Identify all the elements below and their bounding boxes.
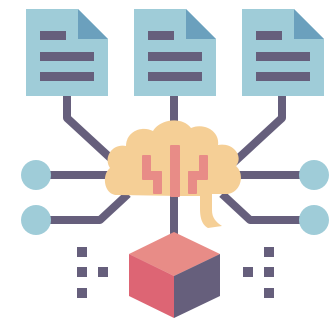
- document-left-icon: [26, 9, 108, 96]
- document-text-line: [256, 72, 310, 81]
- document-fold: [78, 9, 108, 39]
- dot-square: [77, 267, 87, 277]
- node-right-top-icon: [299, 160, 329, 190]
- dot-square: [264, 267, 274, 277]
- brain-core-segment: [153, 171, 162, 194]
- document-text-line: [148, 72, 202, 81]
- dot-square: [77, 288, 87, 298]
- cube-left-face: [129, 254, 174, 318]
- brain-icon: [104, 120, 241, 228]
- dot-grid-left: [77, 247, 108, 298]
- document-center-icon: [134, 9, 216, 96]
- document-right-icon: [242, 9, 324, 96]
- cube-top-face: [129, 232, 220, 276]
- dot-square: [98, 267, 108, 277]
- node-left-bottom-icon: [21, 205, 51, 235]
- document-text-line: [256, 31, 282, 40]
- document-text-line: [256, 52, 310, 61]
- document-text-line: [40, 52, 94, 61]
- node-right-bottom-icon: [299, 205, 329, 235]
- connector-doc-right: [228, 96, 286, 168]
- cube-icon: [129, 232, 220, 318]
- document-text-line: [40, 72, 94, 81]
- dot-square: [77, 247, 87, 257]
- connector-doc-left: [63, 96, 121, 168]
- cube-right-face: [174, 254, 220, 318]
- connector-node-right-bottom: [219, 191, 302, 224]
- document-text-line: [40, 31, 66, 40]
- dot-square: [264, 288, 274, 298]
- document-fold: [186, 9, 216, 39]
- dot-grid-right: [243, 247, 274, 298]
- node-left-top-icon: [21, 160, 51, 190]
- document-text-line: [148, 31, 174, 40]
- dot-square: [243, 267, 253, 277]
- brain-core-icon: [142, 145, 208, 197]
- connector-lines: [48, 96, 302, 252]
- connector-node-left-bottom: [48, 191, 131, 224]
- dot-square: [264, 247, 274, 257]
- document-fold: [294, 9, 324, 39]
- brain-core-segment: [170, 145, 180, 197]
- brain-core-segment: [188, 171, 197, 194]
- document-text-line: [148, 52, 202, 61]
